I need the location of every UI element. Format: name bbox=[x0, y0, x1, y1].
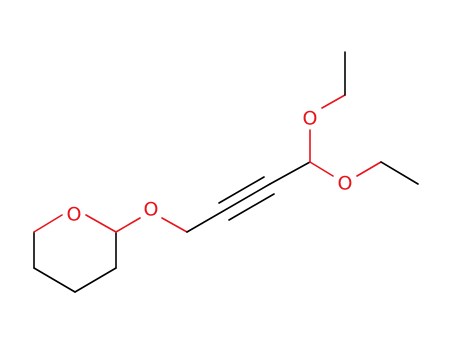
bond-c2-o-ether bbox=[115, 217, 141, 233]
oxygen-atom-ethoxy-lower: O bbox=[338, 173, 353, 195]
oxygen-atom-ring: O bbox=[67, 204, 82, 226]
triple-bond-line-1 bbox=[186, 183, 271, 233]
alkyne-chain bbox=[186, 161, 311, 233]
ring-bond-c5-c4 bbox=[33, 267, 76, 293]
bond-alkyne-acetal bbox=[269, 161, 311, 185]
bond-lower-ethyl bbox=[380, 161, 419, 185]
triple-bond-line-2 bbox=[218, 176, 265, 204]
bond-o-ether-ch2 bbox=[161, 217, 188, 233]
oxygen-atom-ethoxy-upper: O bbox=[303, 108, 318, 130]
tetrahydropyran-ring bbox=[33, 214, 117, 293]
ring-bond-c2-o bbox=[85, 214, 117, 233]
bond-o-upper-ch2 bbox=[321, 94, 346, 109]
ring-bond-o-c6 bbox=[33, 214, 63, 233]
ether-linkage bbox=[115, 217, 188, 233]
bond-acetal-o-lower bbox=[309, 161, 334, 177]
triple-bond-line-3 bbox=[228, 193, 275, 221]
bond-o-lower-ch2 bbox=[356, 161, 382, 177]
ring-bond-c4-c3 bbox=[74, 267, 117, 293]
diethyl-acetal bbox=[309, 51, 419, 185]
oxygen-atom-ether: O bbox=[144, 199, 159, 221]
